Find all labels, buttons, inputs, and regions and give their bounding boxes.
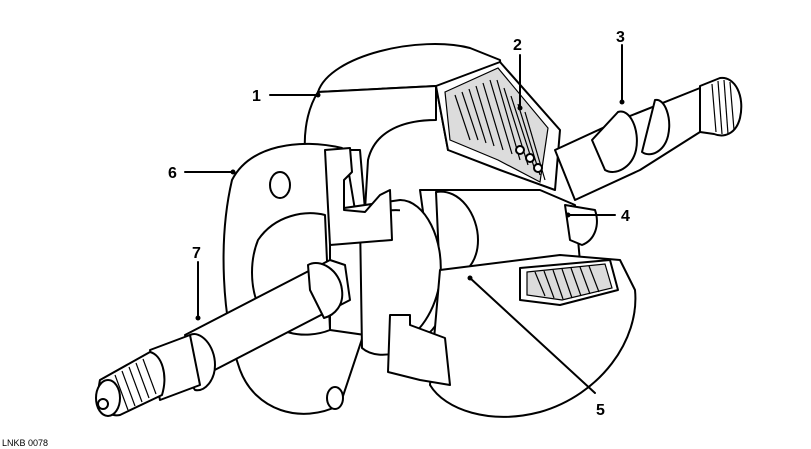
callout-5-label: 5: [596, 402, 605, 419]
callout-3-label: 3: [616, 29, 625, 46]
flange-cut-section: [324, 147, 451, 386]
callout-4-label: 4: [621, 208, 630, 225]
callout-7-label: 7: [192, 245, 201, 262]
callout-1-label: 1: [252, 88, 261, 105]
input-shaft: [95, 259, 351, 417]
output-shaft: [554, 76, 743, 201]
spline-left: [114, 358, 157, 411]
figure-code: LNKB 0078: [2, 438, 48, 448]
spline-right: [711, 79, 735, 135]
leader-5: [469, 277, 596, 394]
fin-pack-lower: [534, 265, 600, 300]
callout-2-label: 2: [513, 37, 522, 54]
callout-6-label: 6: [168, 165, 177, 182]
leader-lines: [184, 44, 625, 394]
fin-pack-upper: [454, 79, 546, 181]
